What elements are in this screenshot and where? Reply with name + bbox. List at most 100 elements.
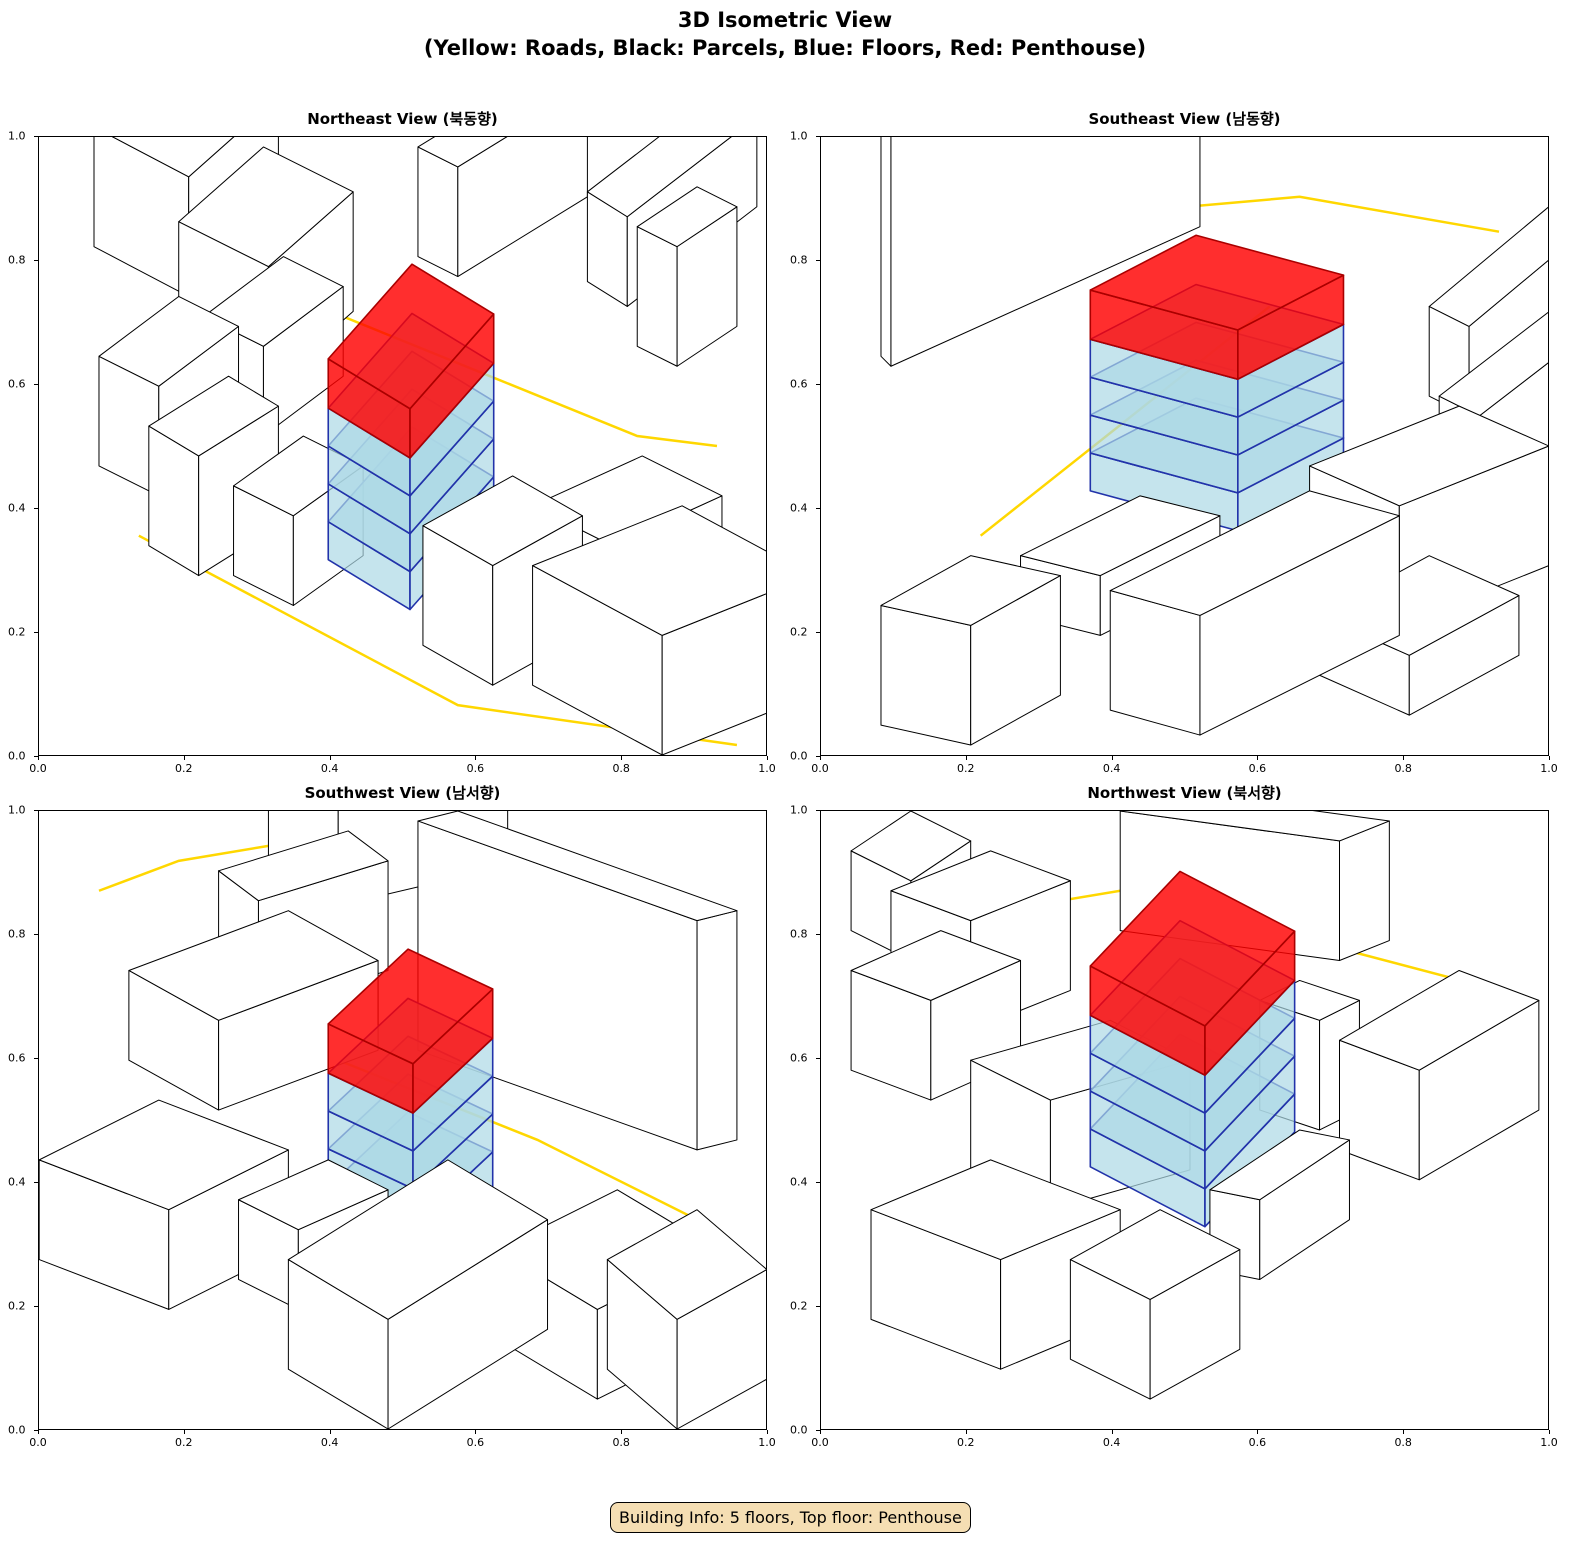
y-tick-label: 0.6 — [8, 377, 26, 391]
parcel-building-top-face — [880, 555, 1061, 626]
y-tick-mark — [34, 632, 38, 633]
parcel-building-left-face — [880, 137, 892, 367]
x-tick-mark — [329, 756, 331, 760]
isometric-scene — [850, 811, 1540, 1429]
panel-title: Southeast View (남동향) — [1088, 110, 1281, 128]
x-tick-label: 0.4 — [320, 1436, 339, 1449]
parcel-building-right-face — [661, 593, 766, 755]
y-tick-mark — [816, 810, 820, 811]
x-tick-label: 0.0 — [29, 762, 47, 775]
y-tick-label: 0.6 — [790, 1051, 808, 1065]
parcel-building-top-face — [1309, 405, 1548, 507]
x-tick-mark — [1257, 756, 1259, 760]
parcel-building-top-face — [422, 475, 583, 567]
isometric-scene — [39, 811, 766, 1429]
parcel-building-top-face — [606, 1209, 766, 1320]
plot-area — [38, 810, 767, 1430]
parcel-building-right-face — [457, 137, 588, 278]
title-line-1: 3D Isometric View — [677, 8, 893, 32]
x-tick-mark — [965, 1430, 967, 1434]
plot-area — [38, 136, 767, 756]
y-tick-label: 0.8 — [8, 253, 26, 267]
x-tick-label: 0.2 — [957, 1436, 975, 1449]
road-line — [98, 844, 269, 892]
parcel-building-top-face — [178, 146, 354, 268]
y-tick-label: 0.4 — [8, 1175, 26, 1189]
parcel-building-top-face — [98, 295, 240, 387]
penthouse-top-face — [327, 263, 495, 410]
parcel-building-top-face — [218, 830, 389, 902]
x-tick-mark — [183, 1430, 185, 1434]
y-tick-label: 0.0 — [8, 1423, 26, 1437]
x-tick-mark — [475, 1430, 477, 1434]
panel-title: Northeast View (북동향) — [307, 110, 498, 128]
y-tick-label: 0.8 — [790, 927, 808, 941]
x-tick-label: 0.0 — [811, 1436, 829, 1449]
parcel-building-top-face — [1069, 1209, 1241, 1300]
y-tick-mark — [816, 260, 820, 261]
x-tick-label: 0.2 — [957, 762, 975, 775]
y-tick-mark — [34, 1058, 38, 1059]
parcel-building-right-face — [1339, 820, 1390, 962]
y-tick-label: 1.0 — [790, 129, 808, 143]
x-tick-mark — [1549, 1430, 1550, 1434]
parcel-building-top-face — [1438, 311, 1548, 417]
y-tick-label: 0.2 — [790, 1299, 808, 1313]
y-tick-label: 0.2 — [8, 1299, 26, 1313]
y-tick-label: 1.0 — [8, 803, 26, 817]
x-tick-mark — [767, 1430, 768, 1434]
parcel-building-top-face — [287, 1159, 549, 1320]
x-tick-label: 0.8 — [1394, 762, 1412, 775]
y-tick-label: 0.4 — [790, 1175, 808, 1189]
y-tick-mark — [816, 1306, 820, 1307]
panel-title: Southwest View (남서향) — [304, 784, 501, 802]
x-tick-mark — [1257, 1430, 1259, 1434]
parcel-building-right-face — [890, 137, 1201, 367]
y-tick-mark — [816, 1182, 820, 1183]
y-tick-label: 0.0 — [8, 749, 26, 763]
parcel-building-left-face — [880, 604, 972, 746]
parcel-building-top-face — [128, 910, 379, 1021]
x-tick-mark — [475, 756, 477, 760]
parcel-building-top-face — [238, 1159, 389, 1231]
x-tick-mark — [621, 1430, 623, 1434]
x-tick-label: 0.2 — [175, 762, 193, 775]
parcel-building-top-face — [148, 375, 279, 457]
x-tick-label: 0.0 — [811, 762, 829, 775]
x-tick-mark — [820, 756, 821, 760]
parcel-building-top-face — [890, 850, 1071, 922]
x-tick-label: 1.0 — [1540, 762, 1558, 775]
x-tick-label: 1.0 — [758, 762, 776, 775]
parcel-building-right-face — [676, 1269, 766, 1429]
parcel-building-top-face — [850, 930, 1022, 1001]
parcel-building-top-face — [1209, 1129, 1350, 1201]
y-tick-label: 0.4 — [790, 501, 808, 515]
isometric-scene — [93, 137, 766, 755]
x-tick-label: 0.4 — [320, 762, 339, 775]
y-tick-mark — [816, 136, 820, 137]
penthouse-top-face — [1089, 870, 1296, 1027]
y-tick-mark — [34, 1182, 38, 1183]
parcel-building-left-face — [417, 146, 459, 278]
parcel-building-top-face — [1339, 969, 1540, 1071]
title-line-2: (Yellow: Roads, Black: Parcels, Blue: Fl… — [423, 36, 1147, 60]
x-tick-mark — [965, 756, 967, 760]
x-tick-mark — [1111, 756, 1113, 760]
y-tick-mark — [816, 934, 820, 935]
x-tick-label: 0.0 — [29, 1436, 47, 1449]
x-tick-mark — [767, 756, 768, 760]
parcel-building-top-face — [532, 505, 766, 636]
x-tick-label: 0.4 — [1102, 1436, 1121, 1449]
x-tick-label: 1.0 — [758, 1436, 776, 1449]
y-tick-mark — [34, 934, 38, 935]
x-tick-mark — [38, 756, 39, 760]
panel-title: Northwest View (북서향) — [1087, 784, 1282, 802]
y-tick-mark — [34, 1430, 38, 1431]
parcel-building-top-face — [111, 137, 235, 178]
x-tick-mark — [1549, 756, 1550, 760]
x-tick-mark — [38, 1430, 39, 1434]
x-tick-mark — [1403, 756, 1405, 760]
x-tick-mark — [621, 756, 623, 760]
x-tick-label: 0.4 — [1102, 762, 1121, 775]
